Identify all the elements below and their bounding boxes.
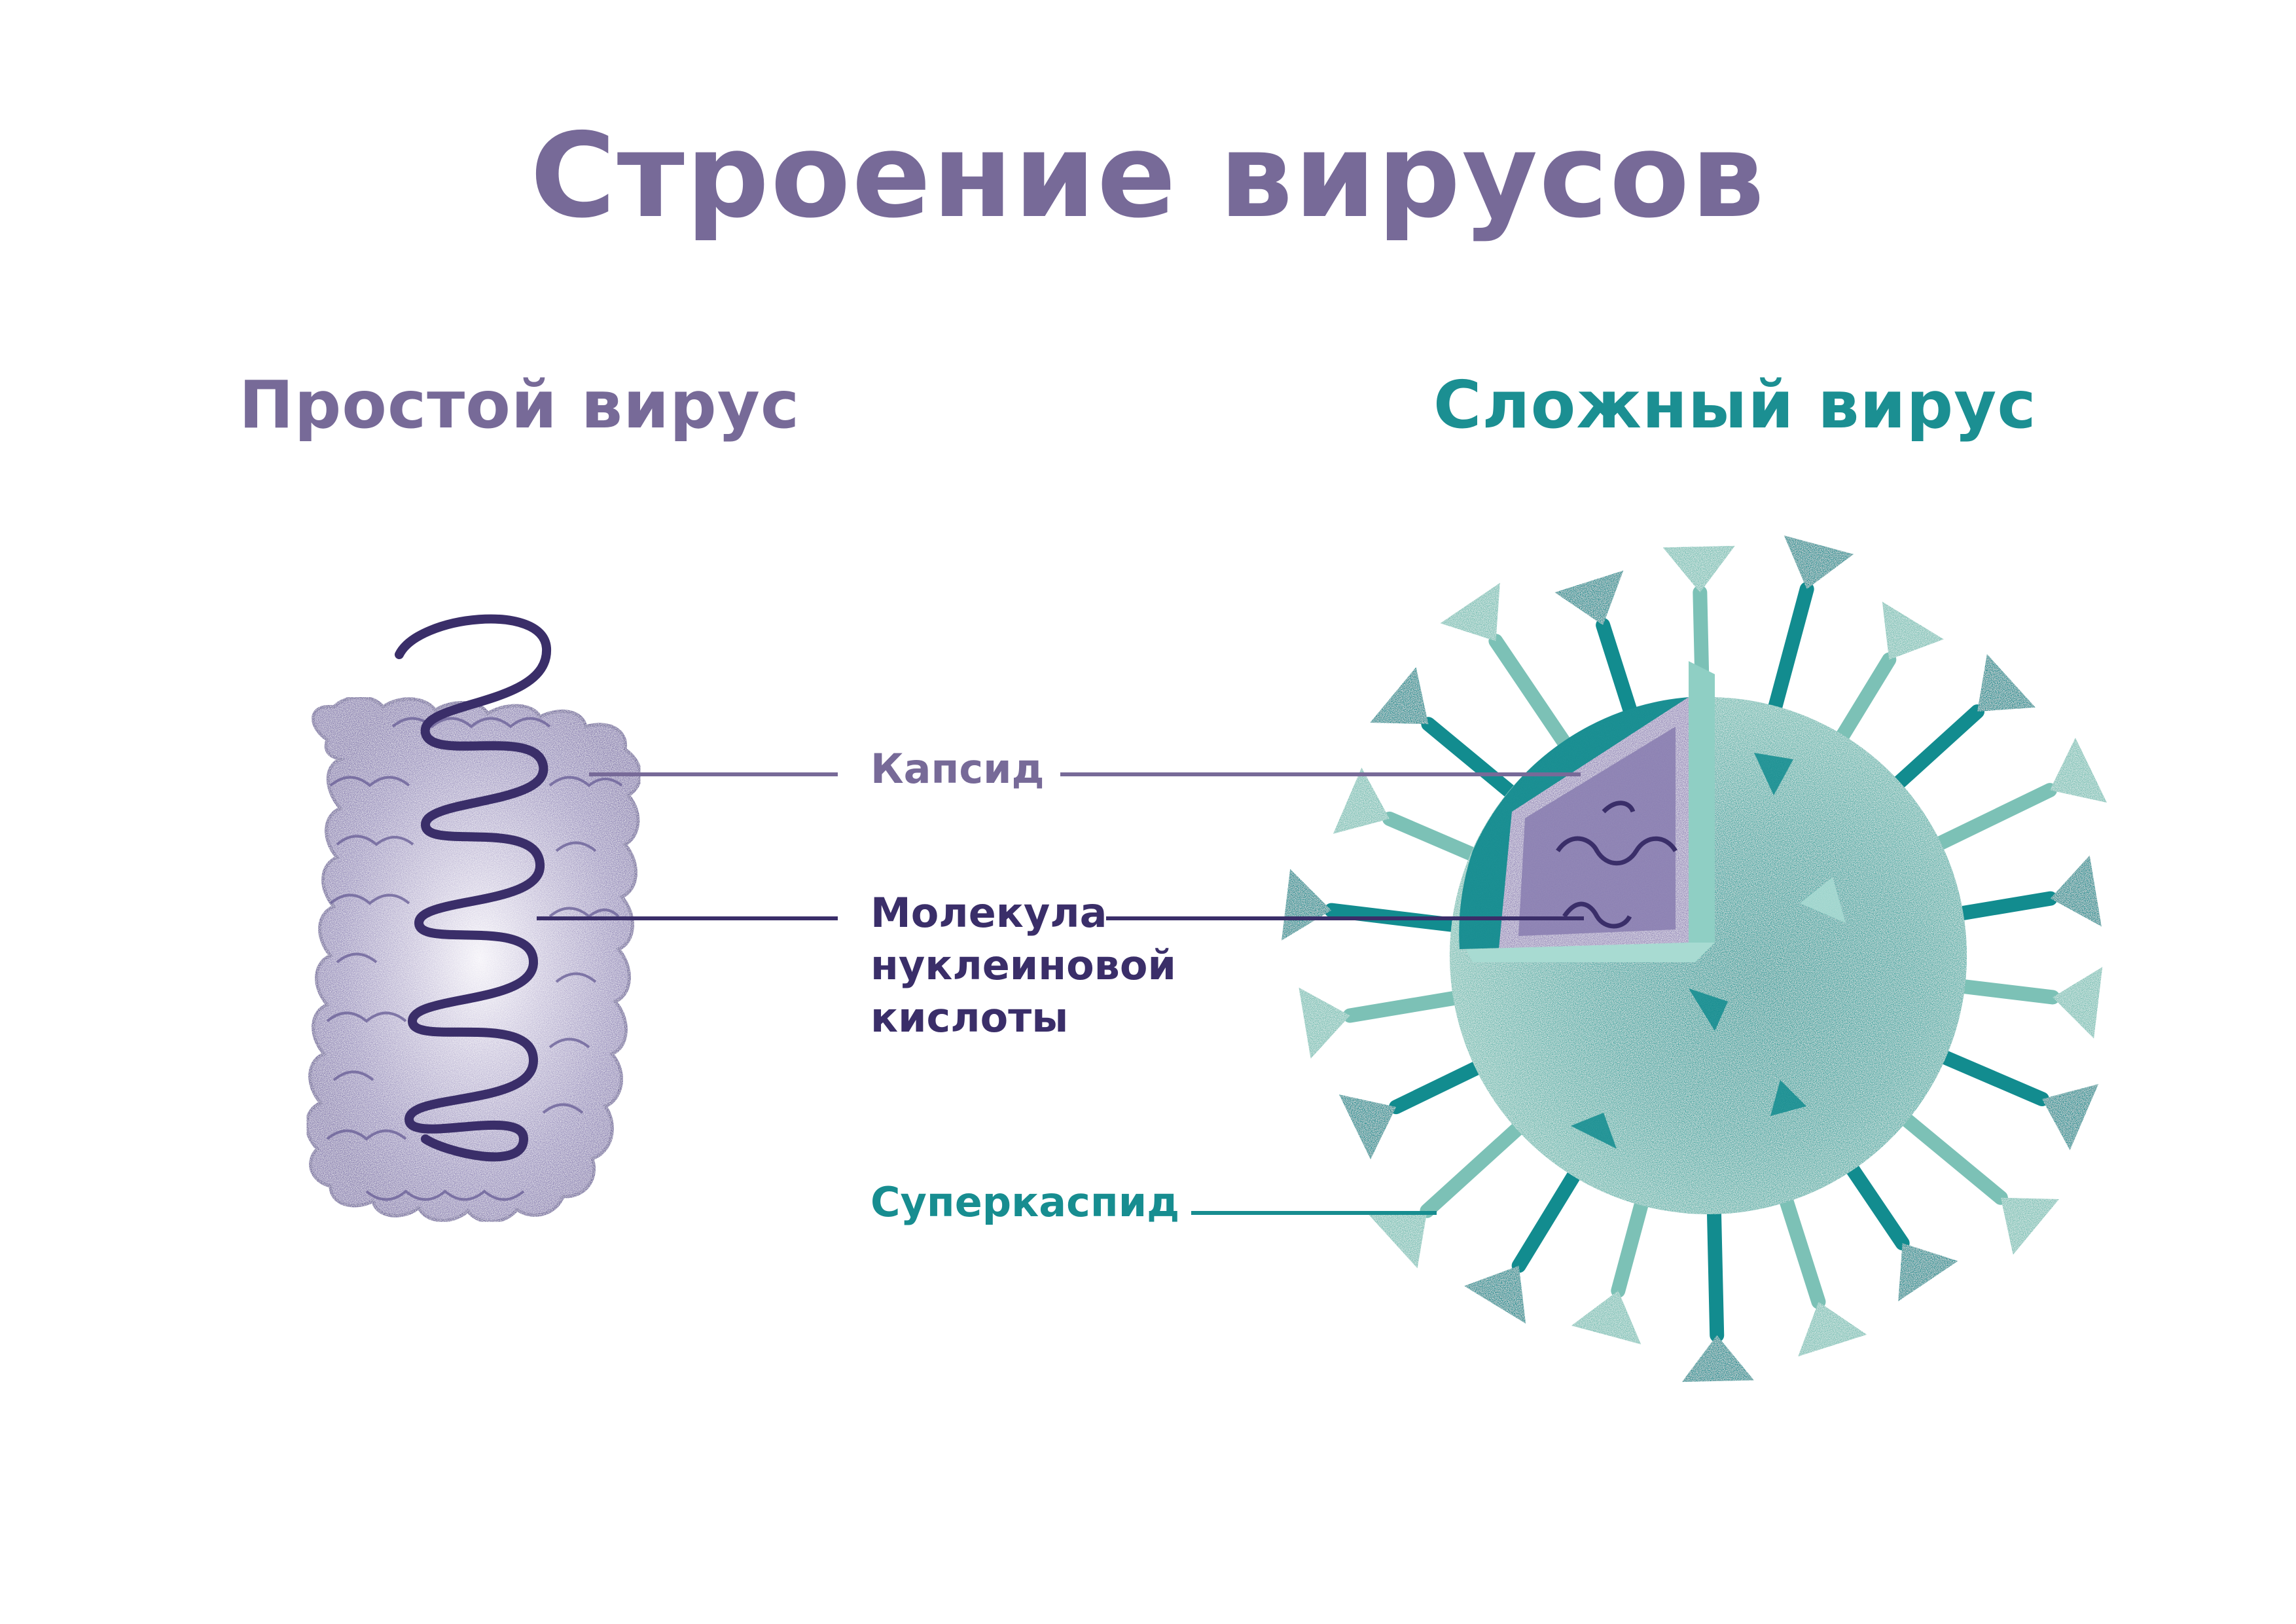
spike-head <box>1370 667 1429 725</box>
spike-head <box>1369 1210 1427 1269</box>
spike-stem <box>1488 634 1577 757</box>
callout-lines <box>537 772 1584 1215</box>
spike-stem <box>1924 783 2057 855</box>
spike-stem <box>1765 581 1814 723</box>
spike-head <box>2000 1197 2059 1255</box>
simple-virus-nucleic-acid <box>395 614 552 1162</box>
spike-head <box>1784 535 1854 589</box>
spike-head <box>1977 654 2036 712</box>
spike-stem <box>1946 891 2058 922</box>
spike-head <box>1554 570 1624 626</box>
spike-head <box>1882 602 1944 660</box>
complex-virus <box>1282 535 2107 1382</box>
spike-stem <box>1948 978 2060 1005</box>
spike-head <box>1464 1265 1526 1324</box>
spike-head <box>2053 967 2103 1039</box>
spike-head <box>1571 1290 1641 1344</box>
nucleic-acid-label: Молекула нуклеиновой кислоты <box>870 887 1176 1044</box>
spike-head <box>1898 1243 1958 1302</box>
spike-stem <box>1929 1046 2049 1106</box>
spike-head <box>2049 738 2107 803</box>
spike-head <box>1662 545 1735 593</box>
spike-head <box>1299 987 1350 1059</box>
complex-virus-heading: Сложный вирус <box>1433 367 2037 443</box>
simple-virus-capsid <box>305 695 642 1223</box>
spike-stem <box>1596 618 1640 726</box>
spike-stem <box>1885 704 1985 796</box>
capsid-label: Капсид <box>870 745 1045 793</box>
spike-head <box>2050 855 2102 927</box>
nucleic-acid-label-line-1: Молекула <box>870 889 1107 937</box>
spike-stem <box>1389 1056 1492 1115</box>
spike-head <box>1681 1335 1754 1382</box>
spike-head <box>1339 1094 1397 1160</box>
spike-head <box>2041 1084 2098 1151</box>
spike-stem <box>1776 1185 1826 1309</box>
spike-head <box>1333 767 1390 834</box>
supercapsid-label: Суперкаспид <box>870 1178 1180 1226</box>
spike-head <box>1798 1301 1867 1357</box>
spike-stem <box>1511 1161 1586 1273</box>
spike-head <box>1440 583 1500 641</box>
spike-stem <box>1892 1107 2008 1205</box>
spike-stem <box>1420 1115 1532 1218</box>
nucleic-acid-label-line-2: нуклеиновой <box>870 941 1176 989</box>
spike-stem <box>1342 989 1471 1023</box>
spike-stem <box>1382 811 1487 865</box>
spike-stem <box>1840 1154 1910 1251</box>
spike-stem <box>1421 717 1524 804</box>
spike-stem <box>1706 1197 1725 1343</box>
spike-stem <box>1611 1188 1651 1298</box>
spike-head <box>1282 869 1332 941</box>
spike-stem <box>1831 652 1897 751</box>
nucleic-acid-label-line-3: кислоты <box>870 994 1069 1041</box>
simple-virus-heading: Простой вирус <box>239 367 800 443</box>
page-title: Строение вирусов <box>530 108 1766 244</box>
